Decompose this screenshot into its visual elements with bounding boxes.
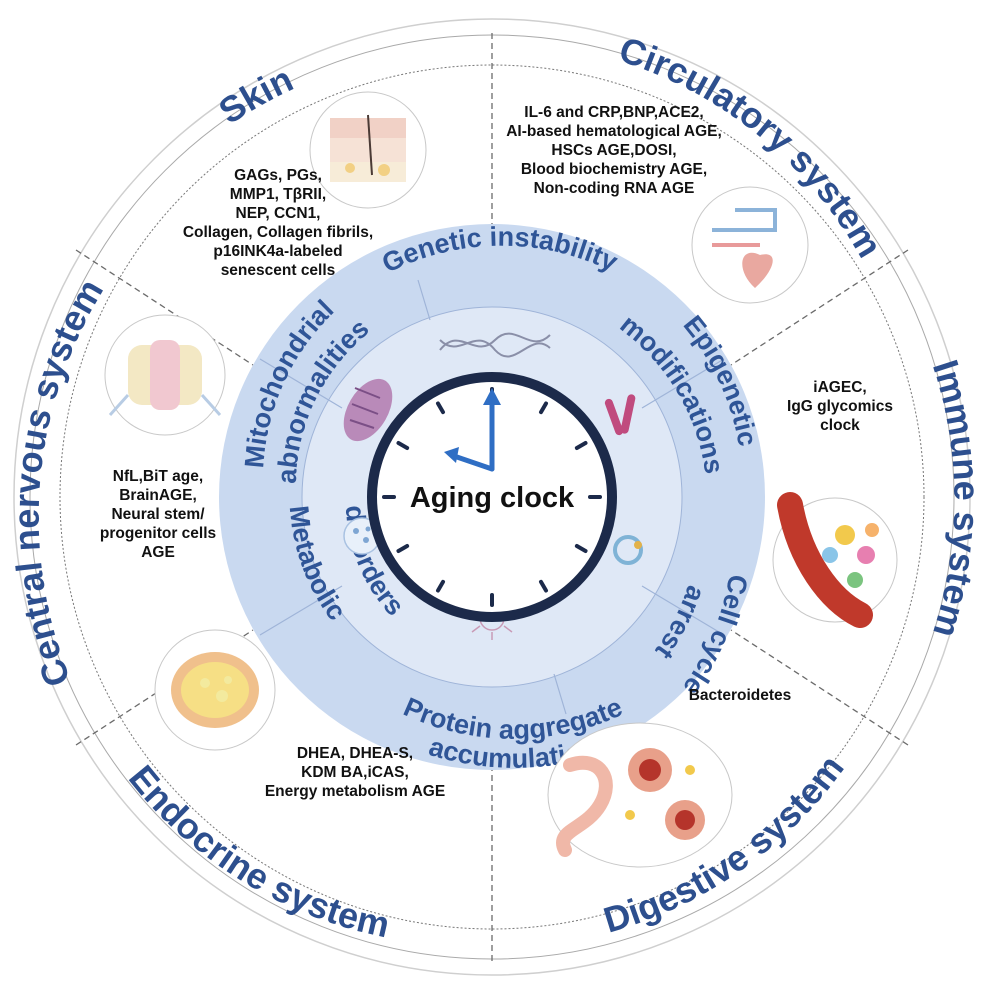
mitochondria-icon xyxy=(343,378,393,442)
biomarker-line: iAGEC, xyxy=(813,379,867,396)
biomarker-line: Bacteroidetes xyxy=(688,687,792,704)
blood-vessel-illustration xyxy=(772,492,898,628)
clock-tick xyxy=(539,579,548,593)
biomarker-line: AI-based hematological AGE, xyxy=(506,123,722,140)
biomarker-line: IL-6 and CRP,BNP,ACE2, xyxy=(524,104,704,121)
biomarker-line: Blood biochemistry AGE, xyxy=(520,161,708,178)
biomarkers-immune: iAGEC, IgG glycomics clock xyxy=(780,378,900,435)
biomarkers-digestive: Bacteroidetes xyxy=(680,686,800,705)
skin-illustration xyxy=(309,91,427,209)
biomarkers-circulatory: IL-6 and CRP,BNP,ACE2, AI-based hematolo… xyxy=(485,103,743,198)
biomarker-line: Energy metabolism AGE xyxy=(264,783,446,800)
biomarker-line: KDM BA,iCAS, xyxy=(301,764,409,781)
biomarker-line: clock xyxy=(820,417,860,434)
clock-tick xyxy=(436,579,445,593)
biomarker-line: IgG glycomics xyxy=(787,398,893,415)
clock-face xyxy=(367,372,617,622)
clock-tick xyxy=(396,544,410,553)
clock-hour-arrowhead xyxy=(444,447,459,463)
cell-cycle-icon xyxy=(613,535,643,565)
spinal-cord-illustration xyxy=(104,314,226,436)
system-dotted-circle xyxy=(59,64,925,930)
biomarker-line: Neural stem/ xyxy=(111,506,205,523)
biomarker-line: progenitor cells xyxy=(99,525,217,542)
adipose-tissue-illustration xyxy=(154,629,276,751)
clock-tick xyxy=(574,441,588,450)
biomarker-line: senescent cells xyxy=(220,262,336,279)
clock-tick xyxy=(436,401,445,415)
biomarker-line: DHEA, DHEA-S, xyxy=(296,745,414,762)
biomarker-line: GAGs, PGs, xyxy=(234,167,322,184)
biomarker-line: BrainAGE, xyxy=(119,487,197,504)
biomarkers-skin: GAGs, PGs, MMP1, TβRII, NEP, CCN1, Colla… xyxy=(168,166,388,280)
clock-tick xyxy=(574,544,588,553)
clock-tick xyxy=(396,441,410,450)
clock-hour-hand xyxy=(451,453,495,472)
biomarker-line: HSCs AGE,DOSI, xyxy=(551,142,677,159)
center-label: Aging clock xyxy=(410,482,575,514)
biomarker-line: NfL,BiT age, xyxy=(112,468,204,485)
hallmark-dividers xyxy=(259,279,725,715)
biomarker-line: NEP, CCN1, xyxy=(235,205,321,222)
dna-icon xyxy=(439,332,551,358)
biomarker-line: MMP1, TβRII, xyxy=(229,186,327,203)
biomarker-line: Collagen, Collagen fibrils, xyxy=(182,224,374,241)
biomarkers-endocrine: DHEA, DHEA-S, KDM BA,iCAS, Energy metabo… xyxy=(255,744,455,801)
chromosome-icon xyxy=(604,394,636,436)
biomarker-line: AGE xyxy=(141,544,175,561)
clock-minute-arrowhead xyxy=(483,388,501,405)
biomarkers-cns: NfL,BiT age, BrainAGE, Neural stem/ prog… xyxy=(88,467,228,562)
biomarker-line: Non-coding RNA AGE xyxy=(533,180,695,197)
heart-illustration xyxy=(691,186,809,304)
biomarker-line: p16INK4a-labeled xyxy=(213,243,343,260)
digestive-illustration xyxy=(547,722,733,868)
clock-tick xyxy=(539,401,548,415)
hallmark-ring-divider xyxy=(301,306,683,688)
